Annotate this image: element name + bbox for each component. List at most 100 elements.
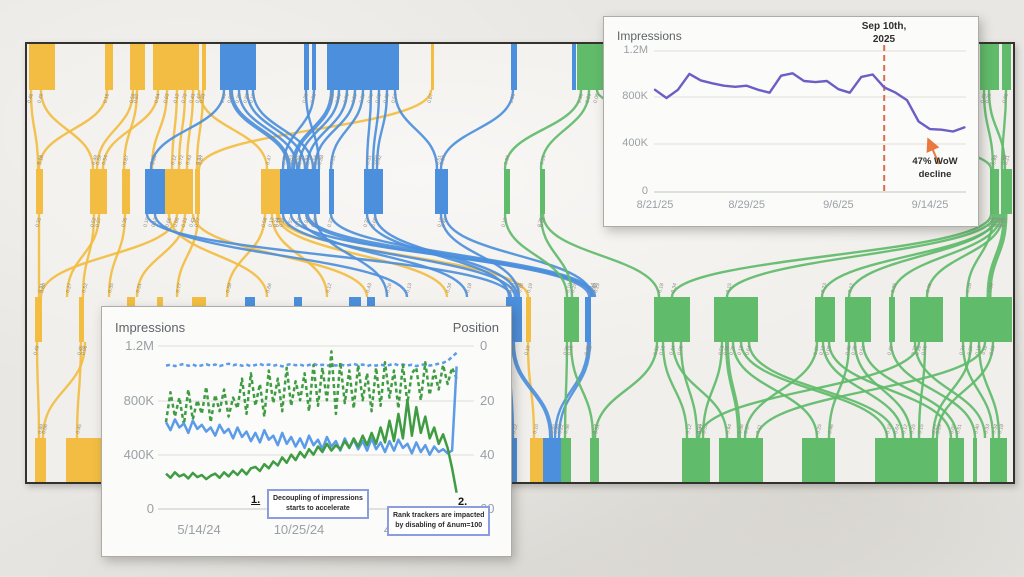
sankey-link-label: 0.31 (507, 282, 515, 293)
sankey-link-label: 0.21 (585, 93, 593, 104)
sankey-link-label: 0.47 (195, 93, 203, 104)
impressions-trend-panel: Impressions Sep 10th, 2025 47% WoW decli… (603, 16, 979, 227)
sankey-link-label: 0.95 (509, 345, 517, 356)
sankey-link-label: 0.88 (317, 154, 325, 165)
sankey-link (229, 89, 291, 170)
sankey-link-label: 0.51 (391, 93, 399, 104)
sankey-link (329, 89, 365, 170)
sankey-link (861, 341, 959, 439)
sankey-link-label: 0.16 (103, 93, 111, 104)
sankey-node (561, 438, 571, 482)
sankey-link-label: 0.43 (991, 154, 999, 165)
sankey-node (220, 44, 256, 90)
sankey-link (847, 213, 999, 298)
sankey-link (245, 89, 307, 170)
sankey-link (170, 89, 179, 170)
x-axis-tick: 10/25/24 (273, 522, 325, 537)
x-axis-tick: 9/14/25 (911, 199, 949, 211)
sankey-link-label: 0.26 (311, 217, 319, 228)
sankey-node (815, 297, 835, 342)
sankey-link-label: 0.52 (287, 217, 295, 228)
sankey-link-label: 0.25 (729, 345, 737, 356)
sankey-link-label: 0.06 (41, 423, 49, 434)
sankey-link-label: 0.15 (725, 282, 733, 293)
sankey-link-label: 0.31 (363, 217, 371, 228)
sankey-link-label: 0.36 (439, 154, 447, 165)
sankey-link (743, 341, 819, 439)
sankey-link-label: 0.25 (570, 282, 578, 293)
sankey-link-label: 0.22 (329, 154, 337, 165)
sankey-link (371, 89, 381, 170)
sankey-link-label: 0.58 (261, 217, 269, 228)
sankey-link (539, 213, 574, 298)
green-dashed-position-line (164, 350, 458, 427)
sankey-node (572, 44, 576, 90)
sankey-link-label: 0.18 (657, 282, 665, 293)
sankey-link-label: 0.40 (887, 345, 895, 356)
sankey-node (36, 169, 43, 214)
sankey-link-label: 0.44 (669, 345, 677, 356)
decline-annotation-line1: 47% WoW (912, 156, 958, 167)
sankey-link-label: 0.27 (65, 282, 73, 293)
sankey-link (671, 341, 729, 439)
sankey-link (365, 89, 373, 170)
sankey-node (90, 169, 107, 214)
sankey-link-label: 0.43 (185, 154, 193, 165)
sankey-node (435, 169, 448, 214)
sankey-link (917, 341, 927, 439)
annotation-marker-2: 2. (458, 496, 468, 508)
sankey-link-label: 0.26 (385, 282, 393, 293)
sankey-link-label: 0.34 (273, 217, 281, 228)
sankey-link-label: 0.48 (584, 345, 592, 356)
sankey-node (280, 169, 320, 214)
sankey-link-label: 0.82 (243, 93, 251, 104)
sankey-link-label: 0.31 (593, 423, 601, 434)
sankey-link (821, 341, 905, 439)
sankey-node (980, 44, 999, 90)
sankey-link (755, 341, 987, 439)
annotation-1-line2: starts to accelerate (286, 504, 350, 512)
sankey-link-label: 0.12 (170, 154, 178, 165)
sankey-link-label: 0.66 (165, 217, 173, 228)
sankey-link-label: 0.72 (177, 154, 185, 165)
annotation-box-1: Decoupling of impressions starts to acce… (267, 489, 369, 519)
event-date-label: Sep 10th, 2025 (862, 20, 906, 46)
sankey-link-label: 0.60 (173, 217, 181, 228)
sankey-link-label: 0.65 (371, 154, 379, 165)
decline-annotation: 47% WoW decline (912, 156, 957, 182)
sankey-link-label: 0.63 (227, 93, 235, 104)
sankey-link (593, 341, 659, 439)
sankey-link (827, 341, 851, 439)
sankey-link (135, 213, 187, 298)
sankey-link-label: 0.11 (981, 345, 989, 356)
sankey-link-label: 0.12 (659, 345, 667, 356)
sankey-link (977, 341, 1001, 439)
sankey-link-label: 0.12 (325, 282, 333, 293)
sankey-link-label: 0.44 (725, 423, 733, 434)
sankey-link-label: 0.21 (985, 93, 993, 104)
sankey-link-label: 0.35 (997, 217, 1005, 228)
sankey-link-label: 0.94 (588, 282, 596, 293)
sankey-link-label: 0.21 (135, 282, 143, 293)
sankey-link-label: 0.68 (515, 282, 523, 293)
sankey-link-label: 0.31 (653, 345, 661, 356)
sankey-link (39, 89, 95, 170)
sankey-link-label: 0.46 (27, 93, 35, 104)
sankey-link (661, 341, 689, 439)
sankey-link-label: 0.10 (532, 423, 540, 434)
sankey-node (35, 438, 46, 482)
left-axis-tick: 0 (146, 501, 154, 516)
right-axis-tick: 40 (480, 447, 495, 462)
sankey-link-label: 0.45 (75, 423, 83, 434)
sankey-link-label: 1.00 (987, 282, 995, 293)
sankey-link-label: 0.88 (1000, 154, 1008, 165)
sankey-link-label: 0.12 (901, 423, 909, 434)
sankey-link (270, 213, 329, 298)
sankey-link (439, 89, 515, 170)
sankey-link-label: 0.31 (35, 217, 43, 228)
sankey-link (541, 213, 661, 298)
sankey-link-label: 0.19 (737, 345, 745, 356)
sankey-link-label: 0.33 (911, 345, 919, 356)
sankey-node (802, 438, 835, 482)
